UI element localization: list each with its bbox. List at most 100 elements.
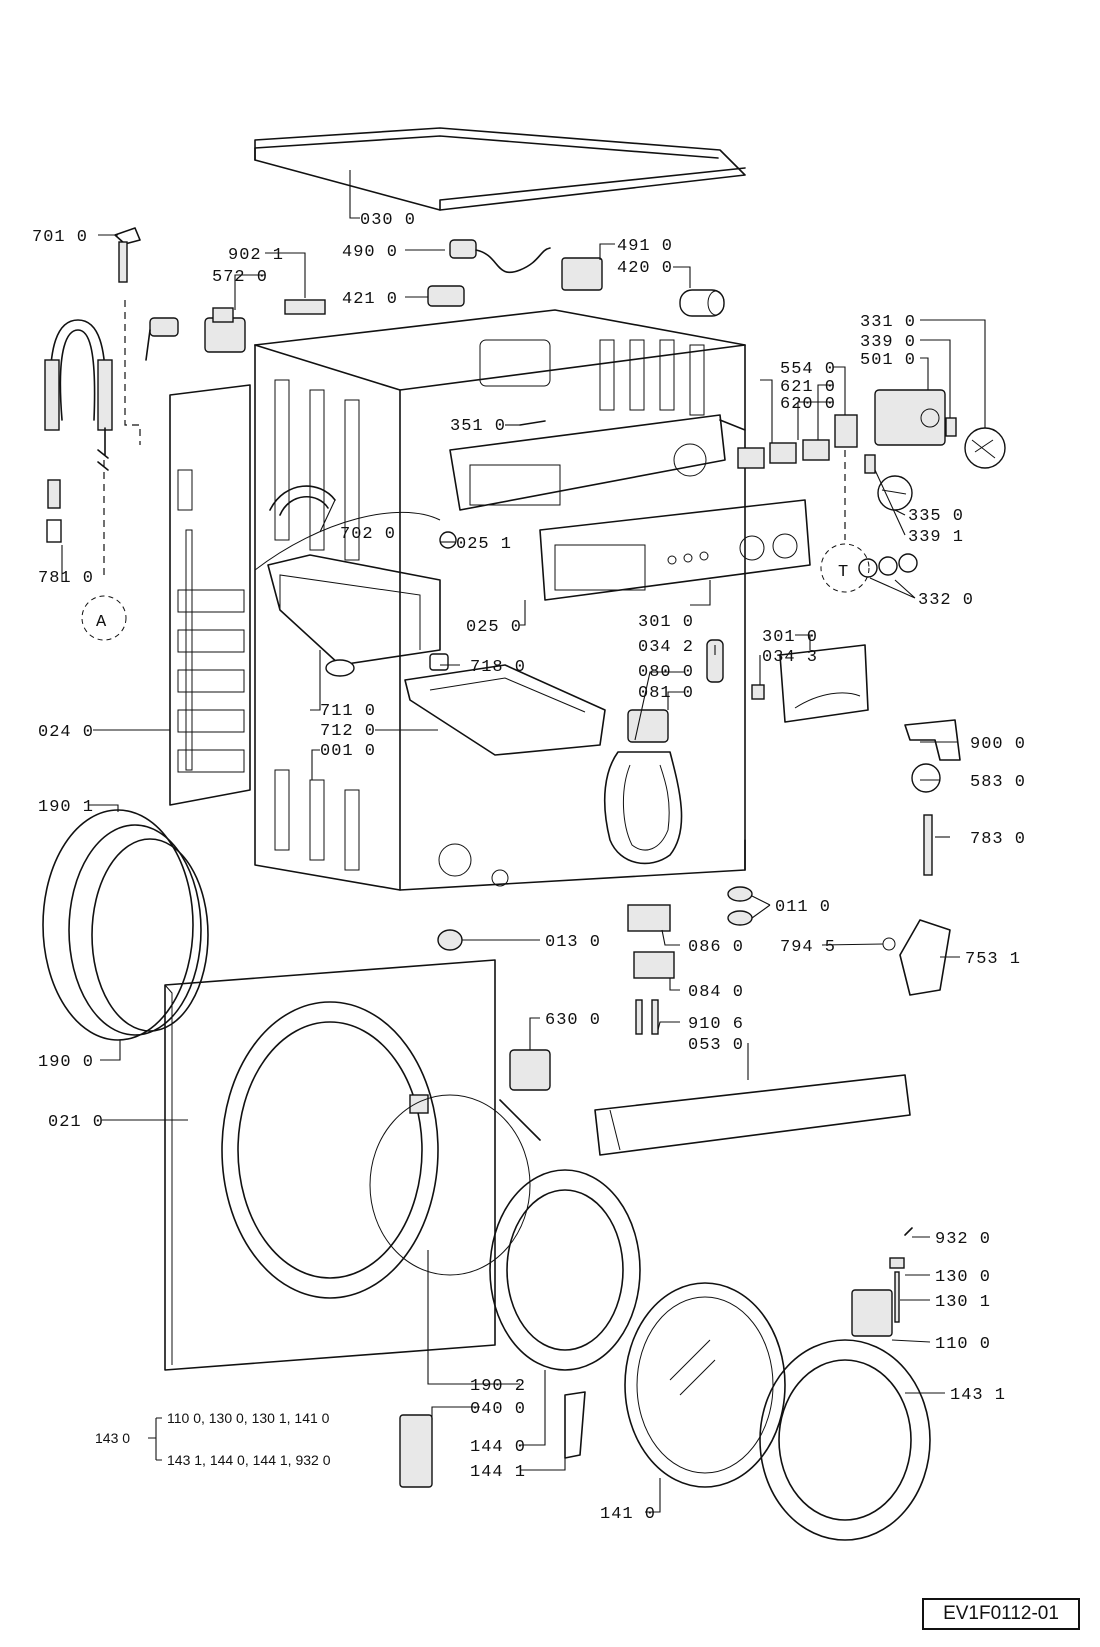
- suppressor-part-421: [427, 285, 465, 307]
- bracket-part-081: [627, 709, 669, 743]
- label-420: 420 0: [617, 259, 673, 278]
- cable-part-490: [449, 239, 551, 273]
- capacitor-part-420: [679, 289, 725, 317]
- tub-ring-part: [42, 809, 209, 1041]
- label-491: 491 0: [617, 237, 673, 256]
- label-086: 086 0: [688, 938, 744, 957]
- filter-part-491: [561, 257, 603, 291]
- drawer-part: [404, 653, 606, 756]
- side-panel-part: [169, 384, 251, 806]
- seal-guide-part: [603, 751, 683, 865]
- leader-lines: [61, 234, 986, 1513]
- hinge-part: [399, 1414, 433, 1488]
- door-lock-part: [509, 1049, 551, 1091]
- clip-part-902: [284, 299, 326, 315]
- pump-part-753: [899, 919, 951, 996]
- screw-part-351: [519, 420, 546, 426]
- kit-line-2: 143 1, 144 0, 144 1, 932 0: [167, 1452, 331, 1468]
- label-040: 040 0: [470, 1400, 526, 1419]
- label-030: 030 0: [360, 211, 416, 230]
- foot-part-011: [727, 886, 753, 926]
- clamp-part-086: [627, 904, 671, 932]
- callout-t-text: T: [838, 563, 849, 582]
- pressure-switch-part: [911, 763, 941, 793]
- label-712: 712 0: [320, 722, 376, 741]
- label-1901: 190 1: [38, 798, 94, 817]
- label-7945: 794 5: [780, 938, 836, 957]
- label-718: 718 0: [470, 658, 526, 677]
- label-932: 932 0: [935, 1230, 991, 1249]
- label-084: 084 0: [688, 983, 744, 1002]
- door-seal-spring: [369, 1094, 541, 1276]
- foot-part-013: [437, 929, 463, 951]
- bracket-part-900: [904, 719, 961, 761]
- label-011: 011 0: [775, 898, 831, 917]
- label-335: 335 0: [908, 507, 964, 526]
- label-621: 621 0: [780, 378, 836, 397]
- drawing-code-box: EV1F0112-01: [922, 1598, 1080, 1630]
- label-620: 620 0: [780, 395, 836, 414]
- kit-code: 143 0: [95, 1430, 130, 1446]
- label-1902: 190 2: [470, 1377, 526, 1396]
- label-0251: 025 1: [456, 535, 512, 554]
- cabinet-body: [254, 309, 746, 891]
- label-053: 053 0: [688, 1036, 744, 1055]
- kit-legend: 143 0 110 0, 130 0, 130 1, 141 0 143 1, …: [95, 1410, 331, 1468]
- drawer-handle-part: [779, 644, 869, 723]
- label-351: 351 0: [450, 417, 506, 436]
- front-panel-part: [164, 959, 496, 1371]
- control-frame-part: [439, 414, 726, 549]
- label-630: 630 0: [545, 1011, 601, 1030]
- label-781: 781 0: [38, 569, 94, 588]
- label-702: 702 0: [340, 525, 396, 544]
- pin-part-0343: [751, 684, 765, 700]
- label-3010a: 301 0: [638, 613, 694, 632]
- label-0250: 025 0: [466, 618, 522, 637]
- hose-part-702: [269, 485, 336, 516]
- kick-plate-part: [594, 1074, 911, 1156]
- timer-part: [874, 389, 946, 446]
- label-1300: 130 0: [935, 1268, 991, 1287]
- label-9106: 910 6: [688, 1015, 744, 1034]
- label-0342: 034 2: [638, 638, 694, 657]
- door-glass-part: [624, 1282, 786, 1488]
- label-554: 554 0: [780, 360, 836, 379]
- label-900: 900 0: [970, 735, 1026, 754]
- clip-part-0342: [706, 639, 724, 683]
- label-501: 501 0: [860, 351, 916, 370]
- label-3010b: 301 0: [762, 628, 818, 647]
- label-001: 001 0: [320, 742, 376, 761]
- clamp-part-084: [633, 951, 675, 979]
- label-024: 024 0: [38, 723, 94, 742]
- label-3391: 339 1: [908, 528, 964, 547]
- label-081: 081 0: [638, 684, 694, 703]
- label-1900: 190 0: [38, 1053, 94, 1072]
- knob-part-335: [877, 475, 913, 511]
- oring-part-794: [882, 937, 896, 951]
- top-lid-part: [254, 127, 746, 211]
- hose-connector-701: [114, 227, 141, 283]
- label-1441: 144 1: [470, 1463, 526, 1482]
- inlet-hose-part: [44, 319, 113, 543]
- buttons-part-332: [858, 553, 918, 578]
- front-fascia-part: [539, 499, 811, 601]
- label-080: 080 0: [638, 663, 694, 682]
- label-331: 331 0: [860, 313, 916, 332]
- label-1301: 130 1: [935, 1293, 991, 1312]
- label-021: 021 0: [48, 1113, 104, 1132]
- dispenser-part: [267, 554, 441, 677]
- callout-a-text: A: [96, 613, 107, 632]
- knob-part-331: [964, 427, 1006, 469]
- label-0343: 034 3: [762, 648, 818, 667]
- inner-door-frame: [489, 1169, 641, 1371]
- label-783: 783 0: [970, 830, 1026, 849]
- label-013: 013 0: [545, 933, 601, 952]
- label-711: 711 0: [320, 702, 376, 721]
- label-7531: 753 1: [965, 950, 1021, 969]
- label-701: 701 0: [32, 228, 88, 247]
- label-1100: 110 0: [935, 1335, 991, 1354]
- screws-part-910: [635, 999, 659, 1035]
- label-421: 421 0: [342, 290, 398, 309]
- clip-part-339: [864, 417, 957, 474]
